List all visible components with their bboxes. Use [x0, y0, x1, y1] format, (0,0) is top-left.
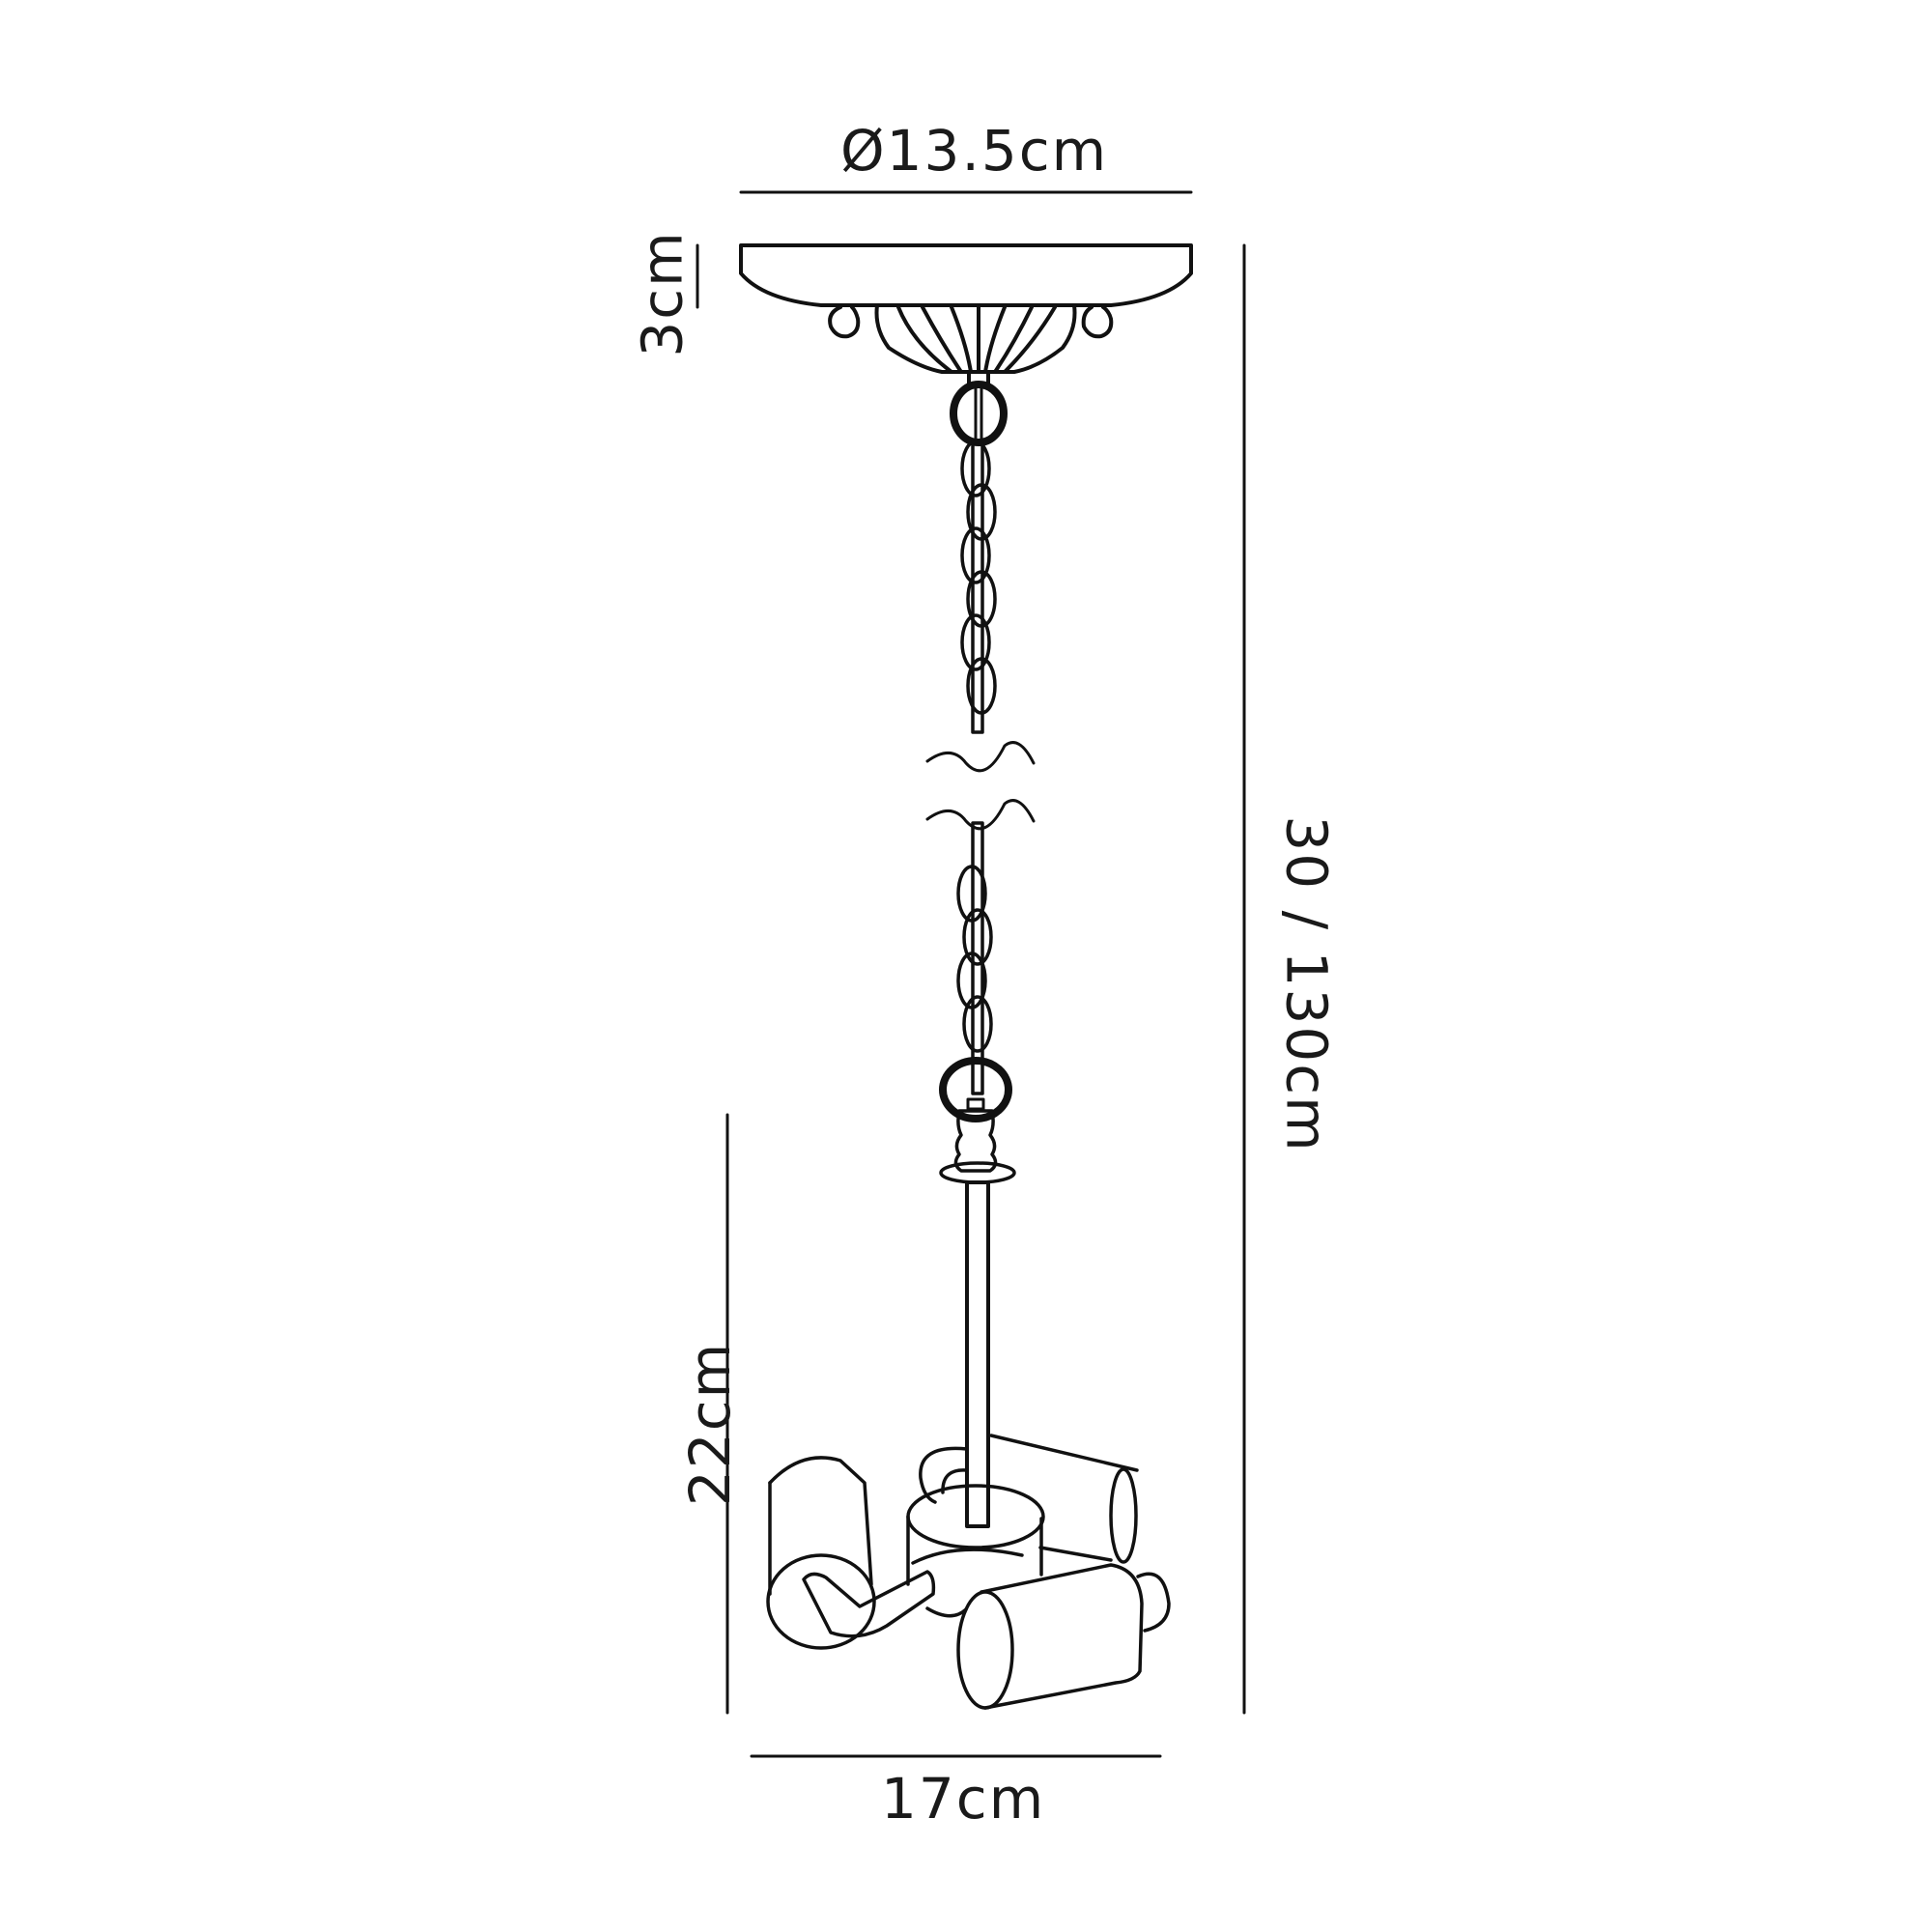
connector — [939, 1057, 1016, 1528]
spotlight-cluster — [766, 1434, 1171, 1710]
overall-height-label: 30 / 130cm — [1273, 815, 1340, 1153]
body-height-label: 22cm — [677, 1341, 744, 1507]
body-width-label: 17cm — [881, 1766, 1046, 1832]
canopy-height-label: 3cm — [629, 230, 696, 357]
length-break-symbol — [925, 741, 1036, 831]
upper-chain — [960, 440, 997, 734]
ceiling-canopy — [739, 243, 1193, 388]
lower-chain — [956, 821, 993, 1095]
top-ring — [950, 381, 1008, 446]
canopy-diameter-label: Ø13.5cm — [840, 118, 1109, 184]
dimension-lines — [696, 190, 1246, 1758]
